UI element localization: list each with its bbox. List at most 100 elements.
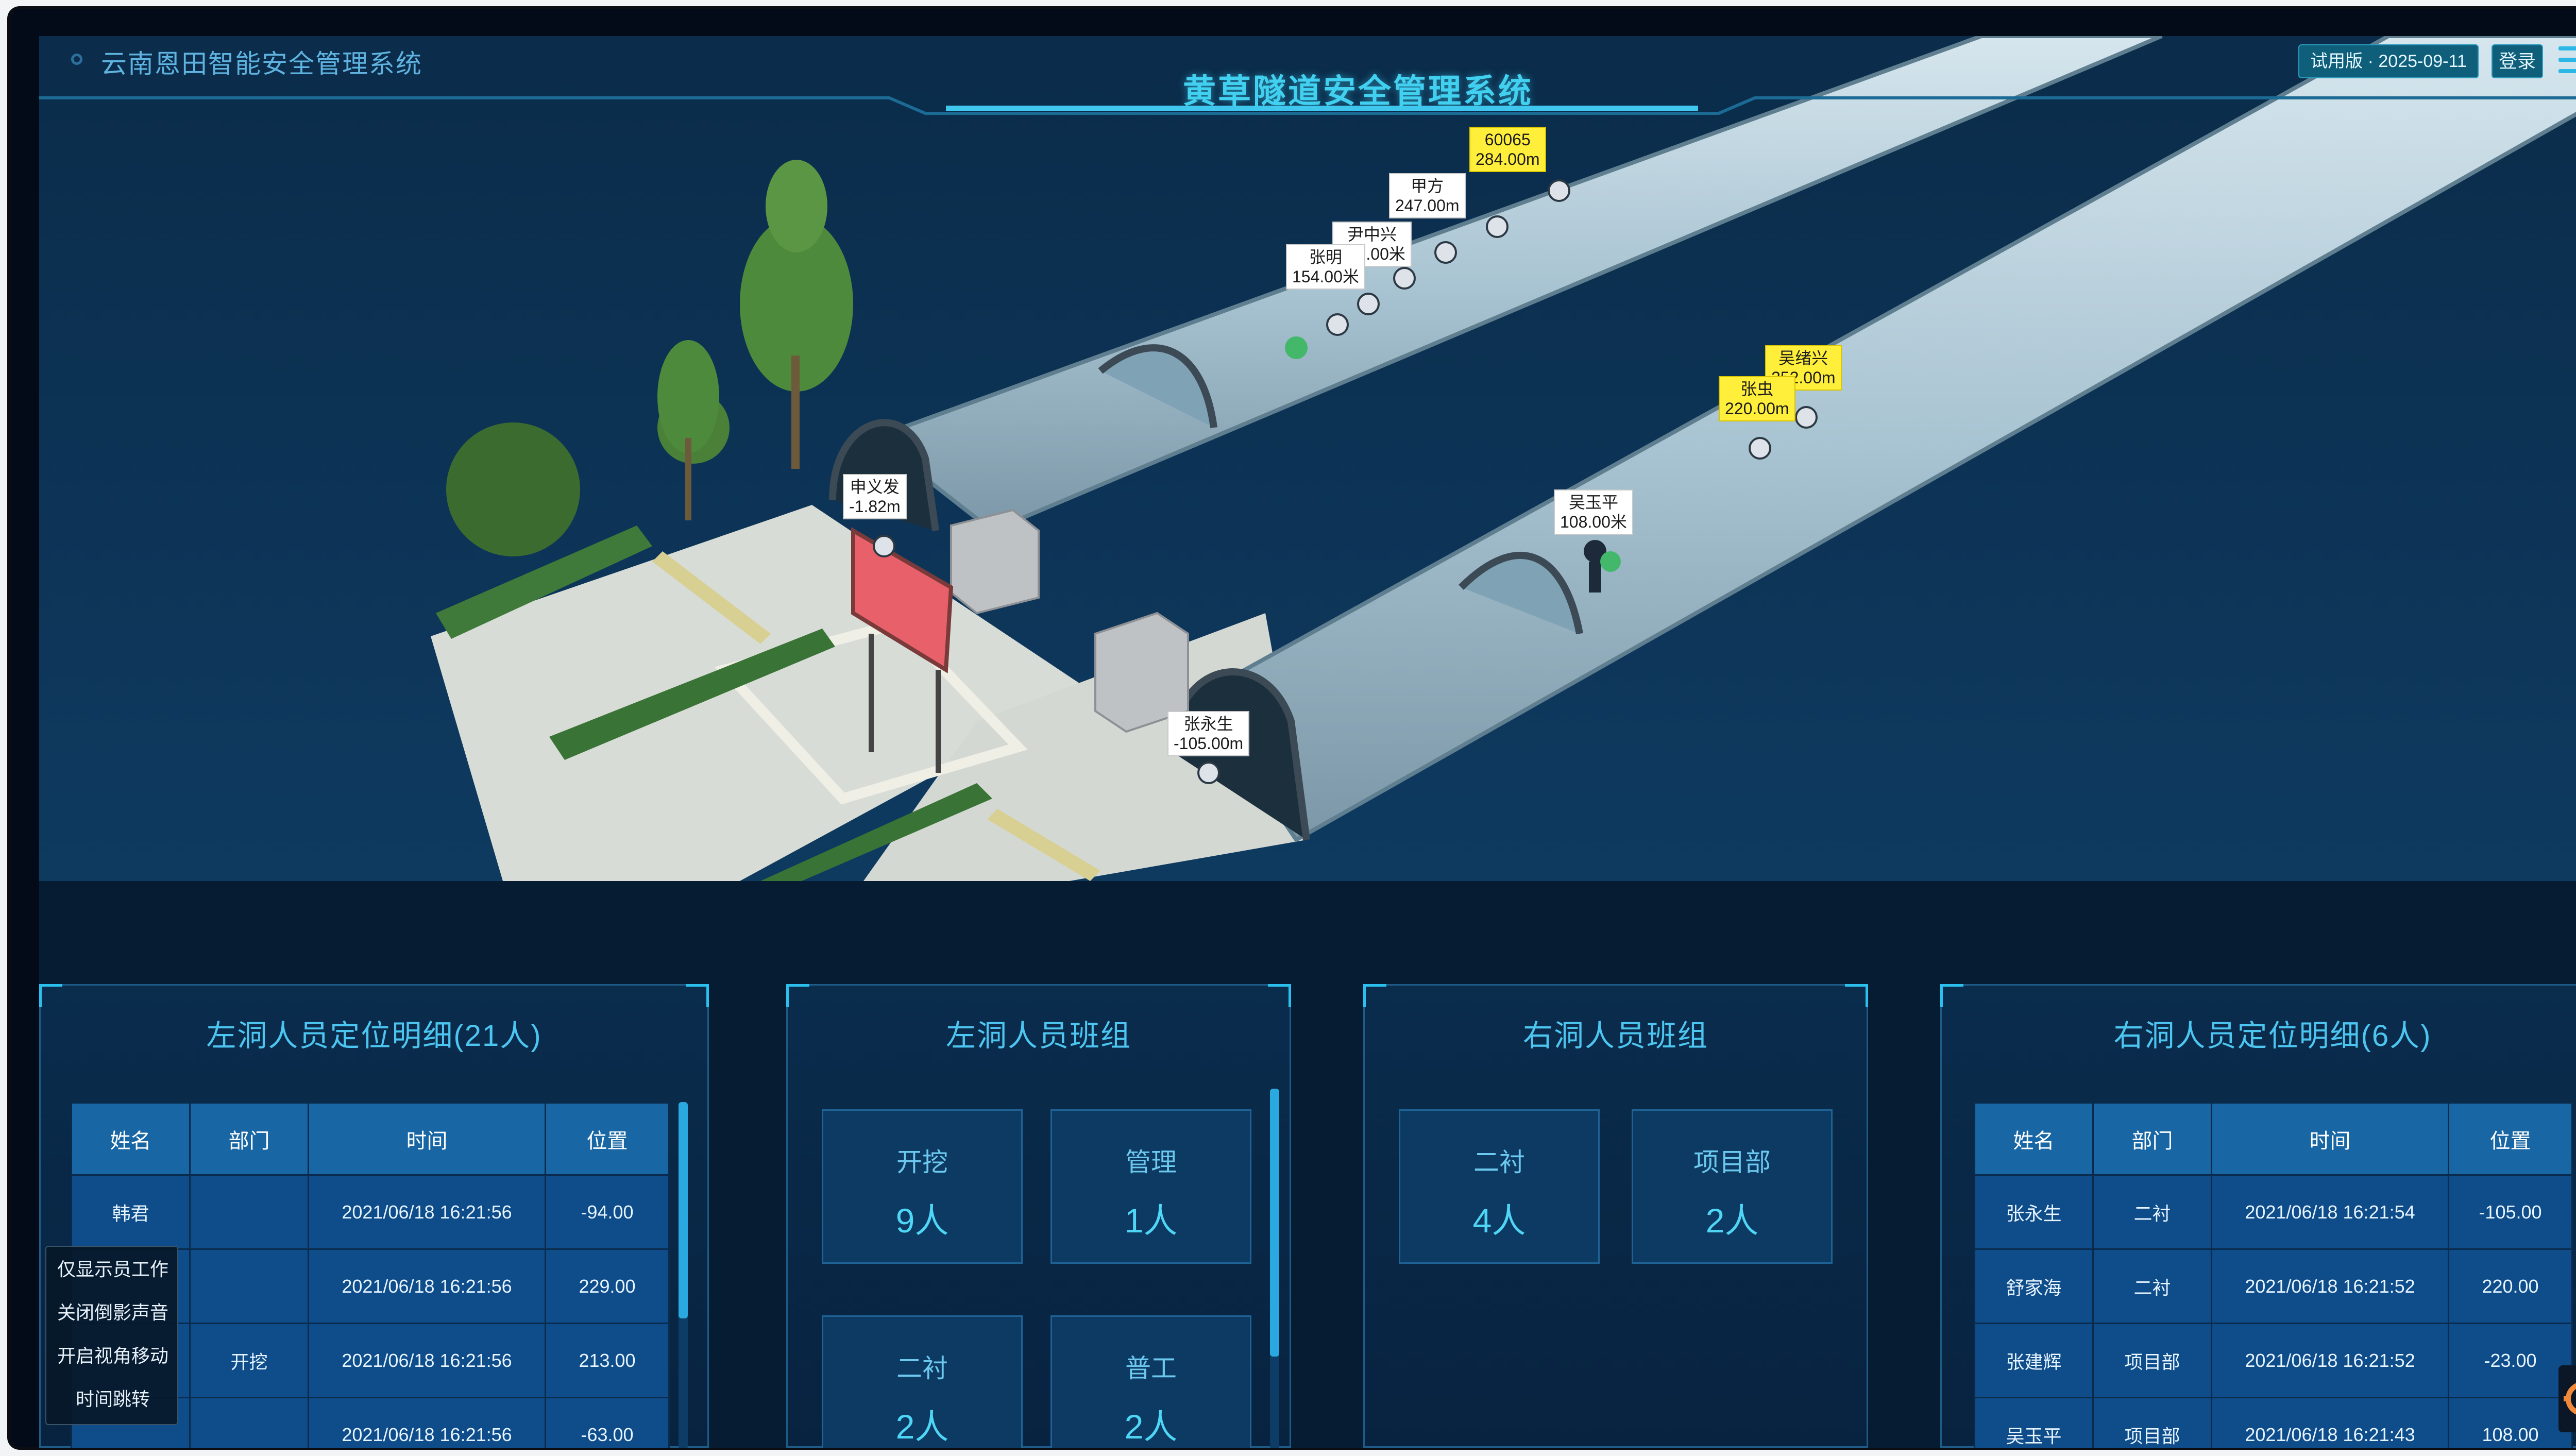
- panel-title: 左洞人员定位明细(21人): [206, 1019, 542, 1053]
- panel-title: 右洞人员定位明细(6人): [2113, 1019, 2432, 1053]
- column-header[interactable]: 姓名: [71, 1102, 191, 1176]
- cell-dept: [189, 1248, 309, 1324]
- cell-name: 韩君: [71, 1174, 191, 1250]
- settings-tool-button[interactable]: [2558, 1365, 2576, 1432]
- cell-name: 舒家海: [1974, 1248, 2094, 1324]
- cell-dept: [189, 1397, 309, 1448]
- cell-dept: 二衬: [2092, 1248, 2212, 1324]
- cell-dept: [189, 1174, 309, 1250]
- table-row[interactable]: 张建辉 项目部 2021/06/18 16:21:52 -23.00: [1974, 1323, 2573, 1398]
- group-label: 开挖: [896, 1148, 948, 1177]
- cell-pos: 229.00: [545, 1248, 670, 1324]
- page-title: 黄草隧道安全管理系统: [1183, 73, 1533, 110]
- menu-item[interactable]: 仅显示员工作: [57, 1259, 168, 1280]
- top-header: 云南恩田智能安全管理系统 黄草隧道安全管理系统 试用版 · 2025-09-11…: [39, 36, 2576, 134]
- cell-name: 张永生: [1974, 1174, 2094, 1250]
- table-row[interactable]: 2021/06/18 16:21:56 -63.00: [71, 1397, 670, 1448]
- group-card[interactable]: 二衬 4人: [1399, 1109, 1600, 1264]
- group-count: 4人: [1472, 1201, 1526, 1240]
- cell-time: 2021/06/18 16:21:56: [308, 1397, 546, 1448]
- cell-pos: -105.00: [2448, 1174, 2573, 1250]
- hamburger-menu-icon[interactable]: [2558, 46, 2576, 75]
- group-card[interactable]: 开挖 9人: [822, 1109, 1023, 1264]
- cell-time: 2021/06/18 16:21:52: [2211, 1323, 2449, 1398]
- group-label: 二衬: [896, 1354, 948, 1383]
- right-detail-panel: 右洞人员定位明细(6人) 姓名 部门 时间 位置 张永生 二衬 2021/06/: [1940, 984, 2576, 1448]
- cell-pos: -94.00: [545, 1174, 670, 1250]
- table-row[interactable]: 吴玉平 项目部 2021/06/18 16:21:43 108.00: [1974, 1397, 2573, 1448]
- app-name: 云南恩田智能安全管理系统: [101, 49, 422, 78]
- login-button[interactable]: 登录: [2492, 44, 2543, 78]
- column-header[interactable]: 位置: [545, 1102, 670, 1176]
- group-count: 2人: [895, 1408, 949, 1446]
- group-label: 管理: [1125, 1148, 1177, 1177]
- group-count: 2人: [1705, 1201, 1759, 1240]
- group-label: 项目部: [1693, 1148, 1771, 1177]
- group-card[interactable]: 项目部 2人: [1632, 1109, 1833, 1264]
- cell-time: 2021/06/18 16:21:56: [308, 1248, 546, 1324]
- cell-dept: 项目部: [2092, 1323, 2212, 1398]
- cell-time: 2021/06/18 16:21:56: [308, 1174, 546, 1250]
- group-card[interactable]: 二衬 2人: [822, 1315, 1023, 1448]
- menu-item[interactable]: 开启视角移动: [57, 1345, 168, 1366]
- group-count: 9人: [895, 1201, 949, 1240]
- column-header[interactable]: 部门: [189, 1102, 309, 1176]
- left-table-scrollbar[interactable]: [679, 1102, 688, 1448]
- table-row[interactable]: 舒家海 二衬 2021/06/18 16:21:52 220.00: [1974, 1248, 2573, 1324]
- cell-time: 2021/06/18 16:21:54: [2211, 1174, 2449, 1250]
- group-label: 普工: [1125, 1354, 1177, 1383]
- group-card[interactable]: 管理 1人: [1050, 1109, 1251, 1264]
- column-header[interactable]: 时间: [308, 1102, 546, 1176]
- column-header[interactable]: 位置: [2448, 1102, 2573, 1176]
- tunnel-scene-drawing: [39, 36, 2576, 881]
- right-detail-table: 姓名 部门 时间 位置 张永生 二衬 2021/06/18 16:21:54 -…: [1974, 1102, 2573, 1448]
- table-row[interactable]: 张永生 二衬 2021/06/18 16:21:54 -105.00: [1974, 1174, 2573, 1250]
- cell-dept: 二衬: [2092, 1174, 2212, 1250]
- right-groups-panel: 右洞人员班组 二衬 4人 项目部 2人: [1363, 984, 1868, 1448]
- scrollbar-thumb[interactable]: [679, 1102, 688, 1318]
- groups-scrollbar[interactable]: [1270, 1089, 1279, 1448]
- table-row[interactable]: 韩君 2021/06/18 16:21:56 -94.00: [71, 1174, 670, 1250]
- cell-time: 2021/06/18 16:21:52: [2211, 1248, 2449, 1324]
- cell-dept: 开挖: [189, 1323, 309, 1398]
- cell-dept: 项目部: [2092, 1397, 2212, 1448]
- group-count: 2人: [1124, 1408, 1178, 1446]
- panel-title: 右洞人员班组: [1522, 1019, 1708, 1053]
- left-groups-panel: 左洞人员班组 开挖 9人 管理 1人 二衬 2人 普工 2人: [786, 984, 1291, 1448]
- column-header[interactable]: 姓名: [1974, 1102, 2094, 1176]
- group-card[interactable]: 普工 2人: [1050, 1315, 1251, 1448]
- version-badge: 试用版 · 2025-09-11: [2298, 44, 2479, 78]
- cell-pos: -23.00: [2448, 1323, 2573, 1398]
- cell-pos: 220.00: [2448, 1248, 2573, 1324]
- scrollbar-thumb[interactable]: [1270, 1089, 1279, 1357]
- view-control-menu: 仅显示员工作 关闭倒影声音 开启视角移动 时间跳转: [45, 1246, 178, 1425]
- bottom-dashboard: 左洞人员定位明细(21人) 姓名 部门 时间 位置 韩君 2021/06/18: [39, 881, 2576, 1448]
- column-header[interactable]: 时间: [2211, 1102, 2449, 1176]
- app-logo-icon: [71, 54, 82, 65]
- cell-pos: 213.00: [545, 1323, 670, 1398]
- cell-time: 2021/06/18 16:21:56: [308, 1323, 546, 1398]
- column-header[interactable]: 部门: [2092, 1102, 2212, 1176]
- person-tag[interactable]: 申义发-1.82m: [843, 474, 907, 519]
- gear-icon: [2564, 1383, 2576, 1415]
- panel-title: 左洞人员班组: [945, 1019, 1131, 1053]
- group-label: 二衬: [1473, 1148, 1525, 1177]
- menu-item[interactable]: 时间跳转: [75, 1389, 150, 1410]
- group-count: 1人: [1124, 1201, 1178, 1240]
- menu-item[interactable]: 关闭倒影声音: [57, 1302, 168, 1323]
- cell-name: 张建辉: [1974, 1323, 2094, 1398]
- cell-time: 2021/06/18 16:21:43: [2211, 1397, 2449, 1448]
- cell-name: 吴玉平: [1974, 1397, 2094, 1448]
- cell-pos: 108.00: [2448, 1397, 2573, 1448]
- person-tag[interactable]: 张永生-105.00m: [1167, 711, 1250, 756]
